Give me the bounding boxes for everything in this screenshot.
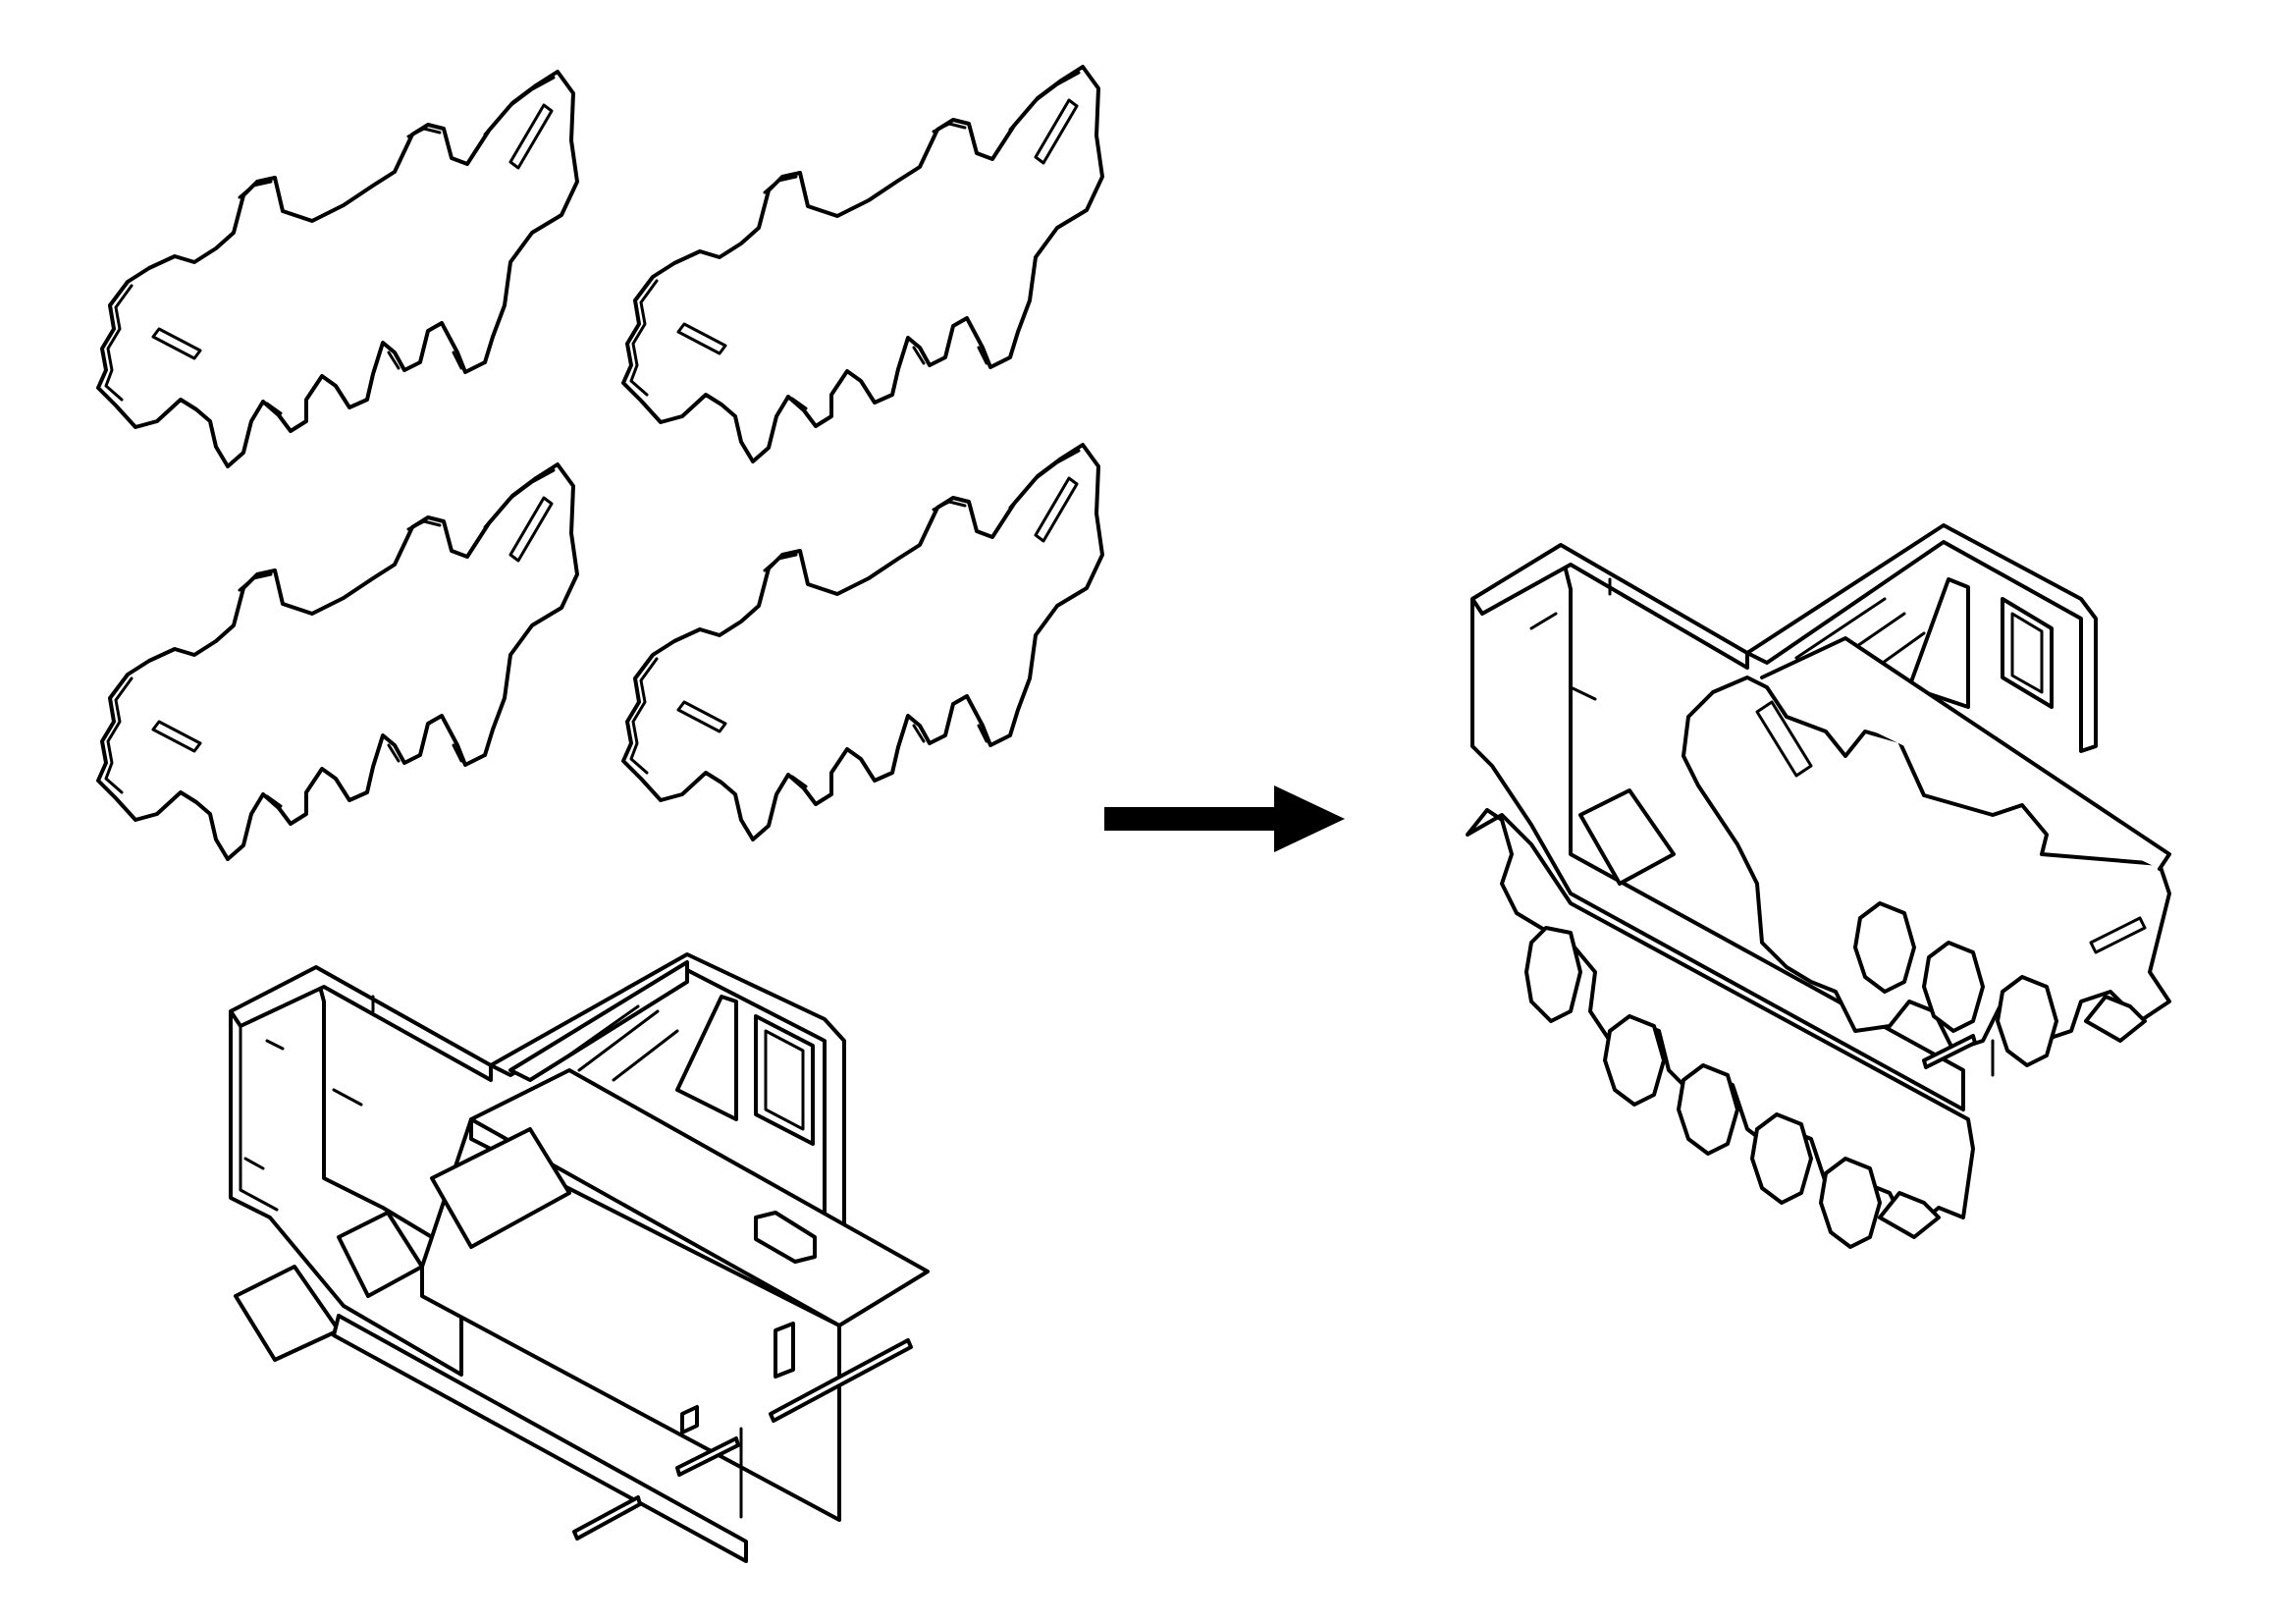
track-plate-group	[96, 65, 1104, 861]
track-plate-icon	[621, 65, 1104, 463]
assembled-tank-icon	[1466, 523, 2171, 1249]
track-plate-icon	[621, 443, 1104, 841]
track-plate-icon	[96, 462, 579, 861]
chassis-icon	[229, 952, 930, 1563]
arrow-right-icon	[1104, 785, 1345, 852]
track-plate-icon	[96, 70, 579, 468]
